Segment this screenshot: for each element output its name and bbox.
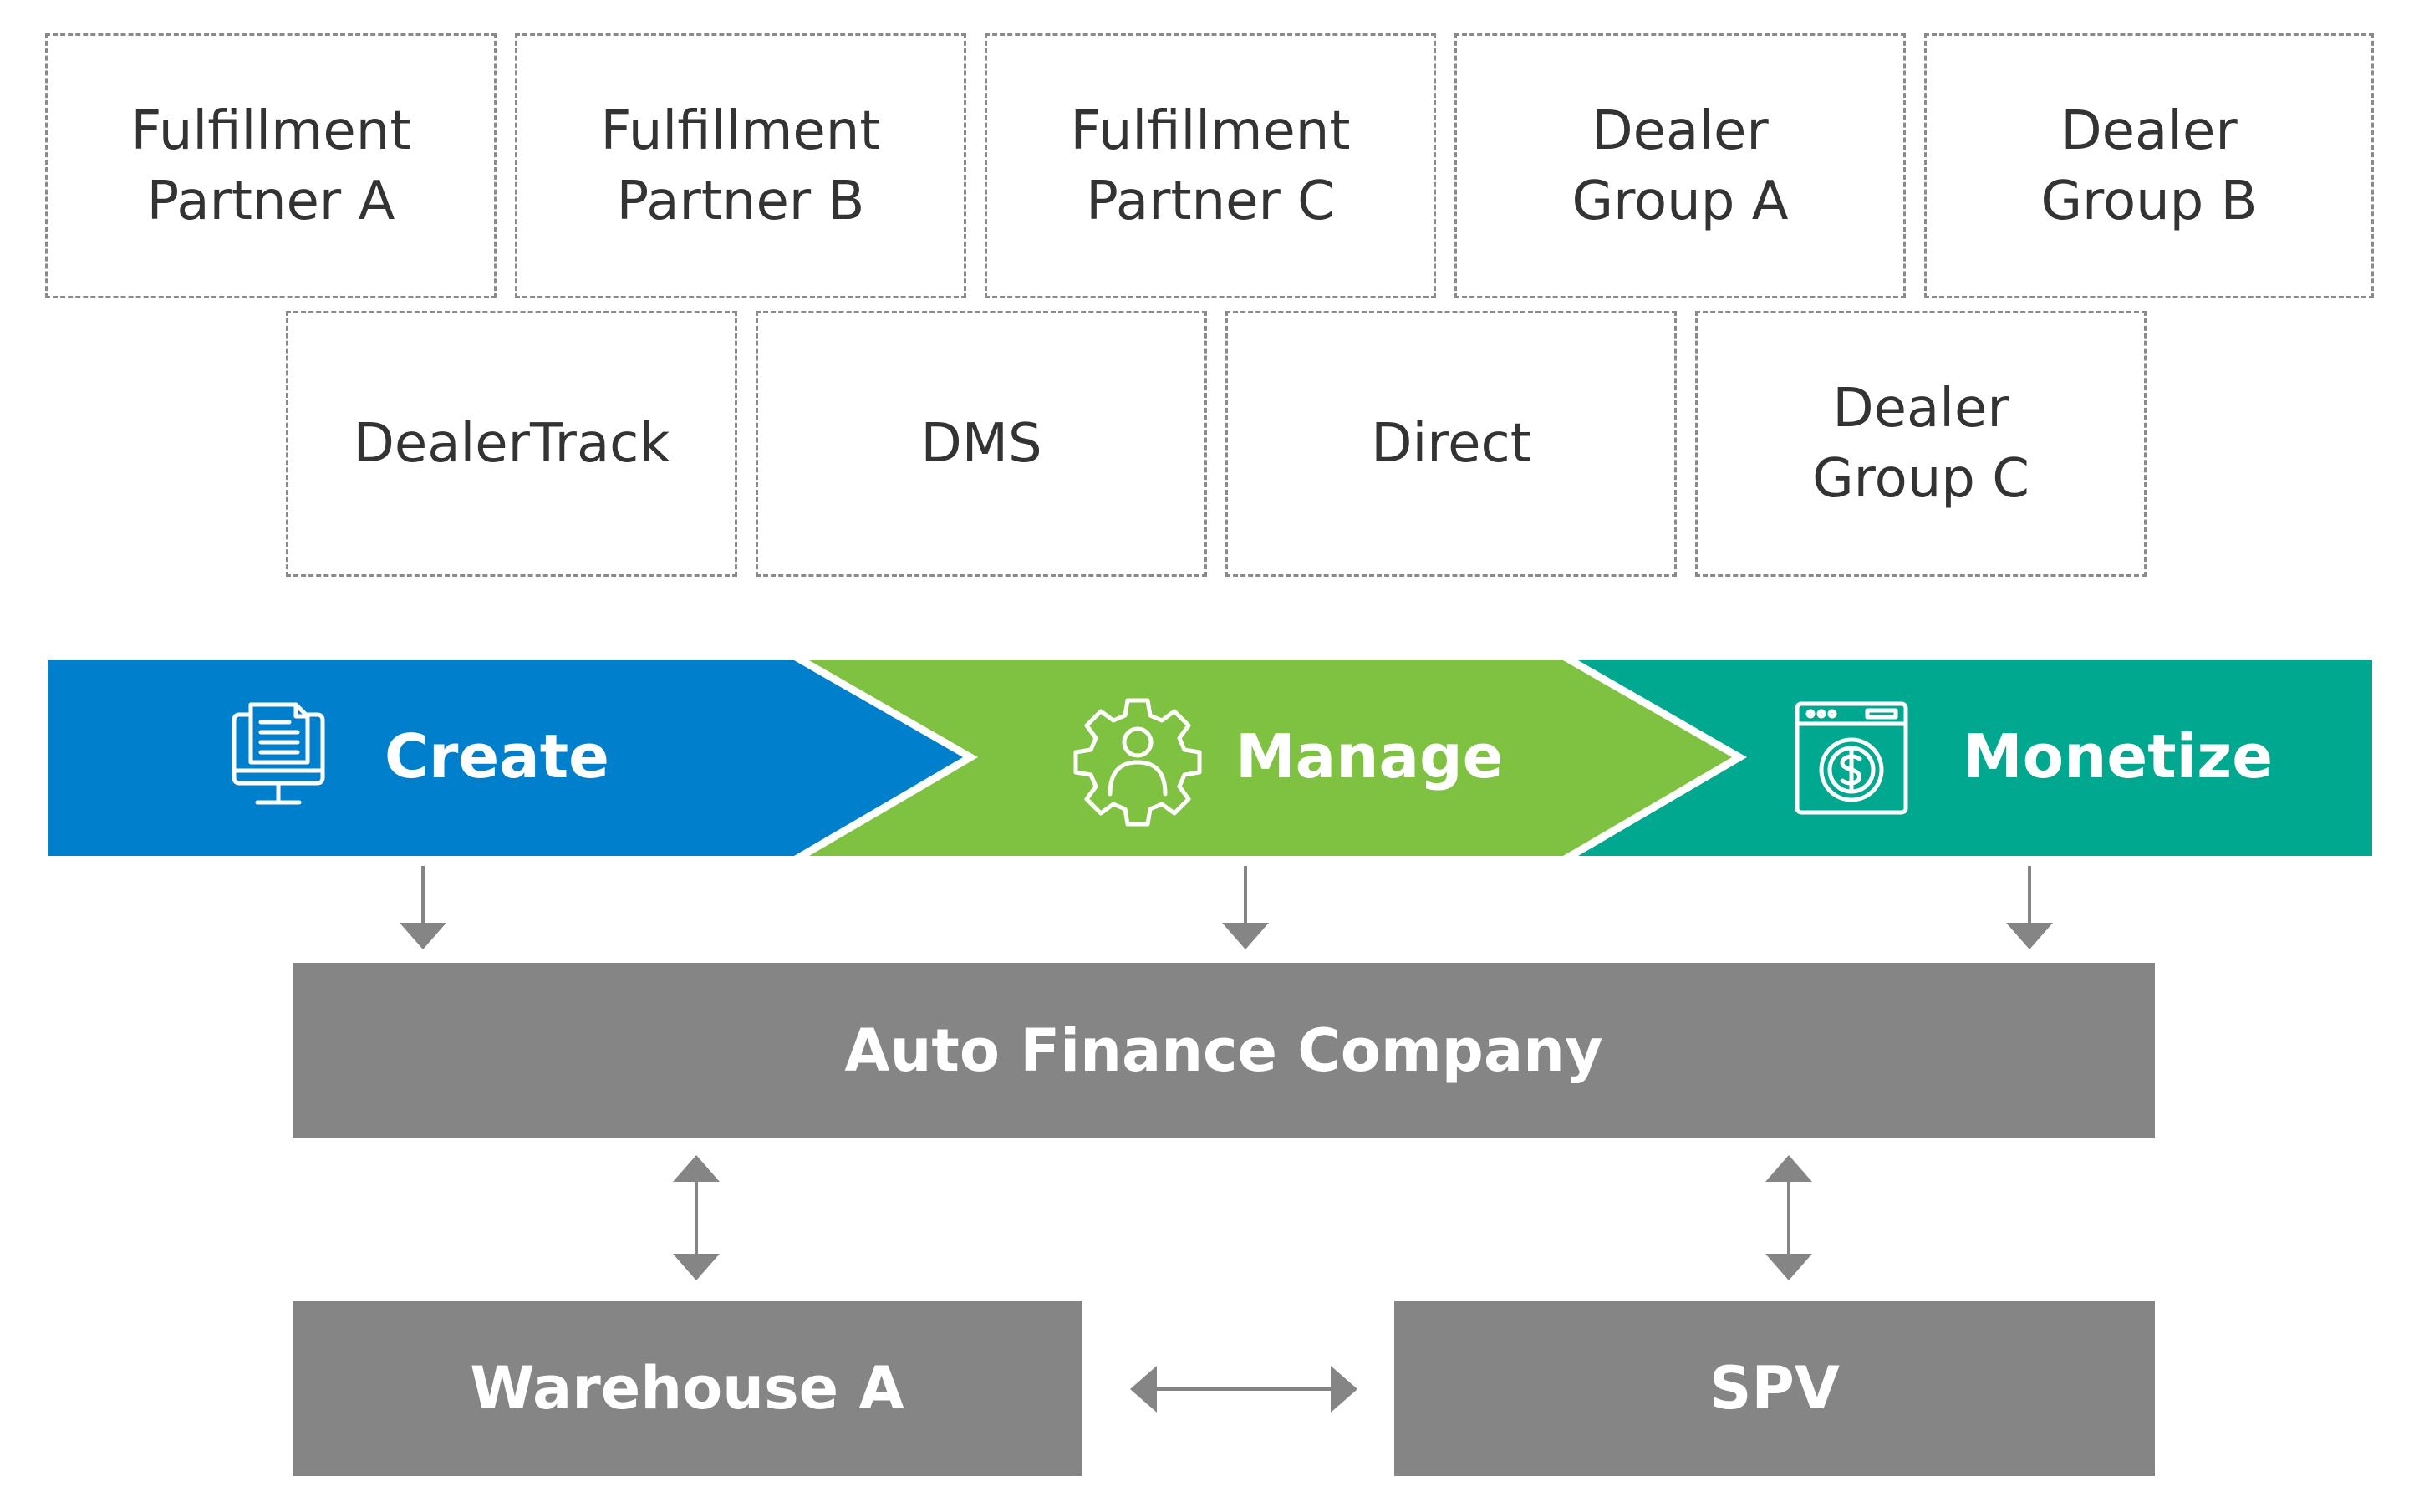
box-fulfillment-partner-a: Fulfillment Partner A	[45, 33, 497, 298]
box-direct: Direct	[1225, 311, 1677, 577]
gear-person-icon	[1073, 698, 1202, 827]
box-fulfillment-partner-b: Fulfillment Partner B	[515, 33, 966, 298]
box-dealer-group-a: Dealer Group A	[1454, 33, 1906, 298]
box-dealertrack: DealerTrack	[286, 311, 737, 577]
monitor-document-icon	[232, 702, 325, 805]
auto-finance-company-box: Auto Finance Company	[293, 963, 2155, 1138]
stage-manage-label: Manage	[1235, 721, 1504, 792]
box-fulfillment-partner-c: Fulfillment Partner C	[985, 33, 1436, 298]
stage-monetize-label: Monetize	[1963, 721, 2274, 792]
browser-dollar-icon	[1795, 701, 1908, 815]
spv-box: SPV	[1394, 1301, 2155, 1476]
monetize-chevron	[1578, 660, 2372, 856]
box-dealer-group-c: Dealer Group C	[1695, 311, 2147, 577]
stage-create-label: Create	[385, 721, 610, 792]
warehouse-a-box: Warehouse A	[293, 1301, 1082, 1476]
box-dealer-group-b: Dealer Group B	[1924, 33, 2374, 298]
box-dms: DMS	[756, 311, 1207, 577]
manage-chevron	[809, 660, 1732, 856]
